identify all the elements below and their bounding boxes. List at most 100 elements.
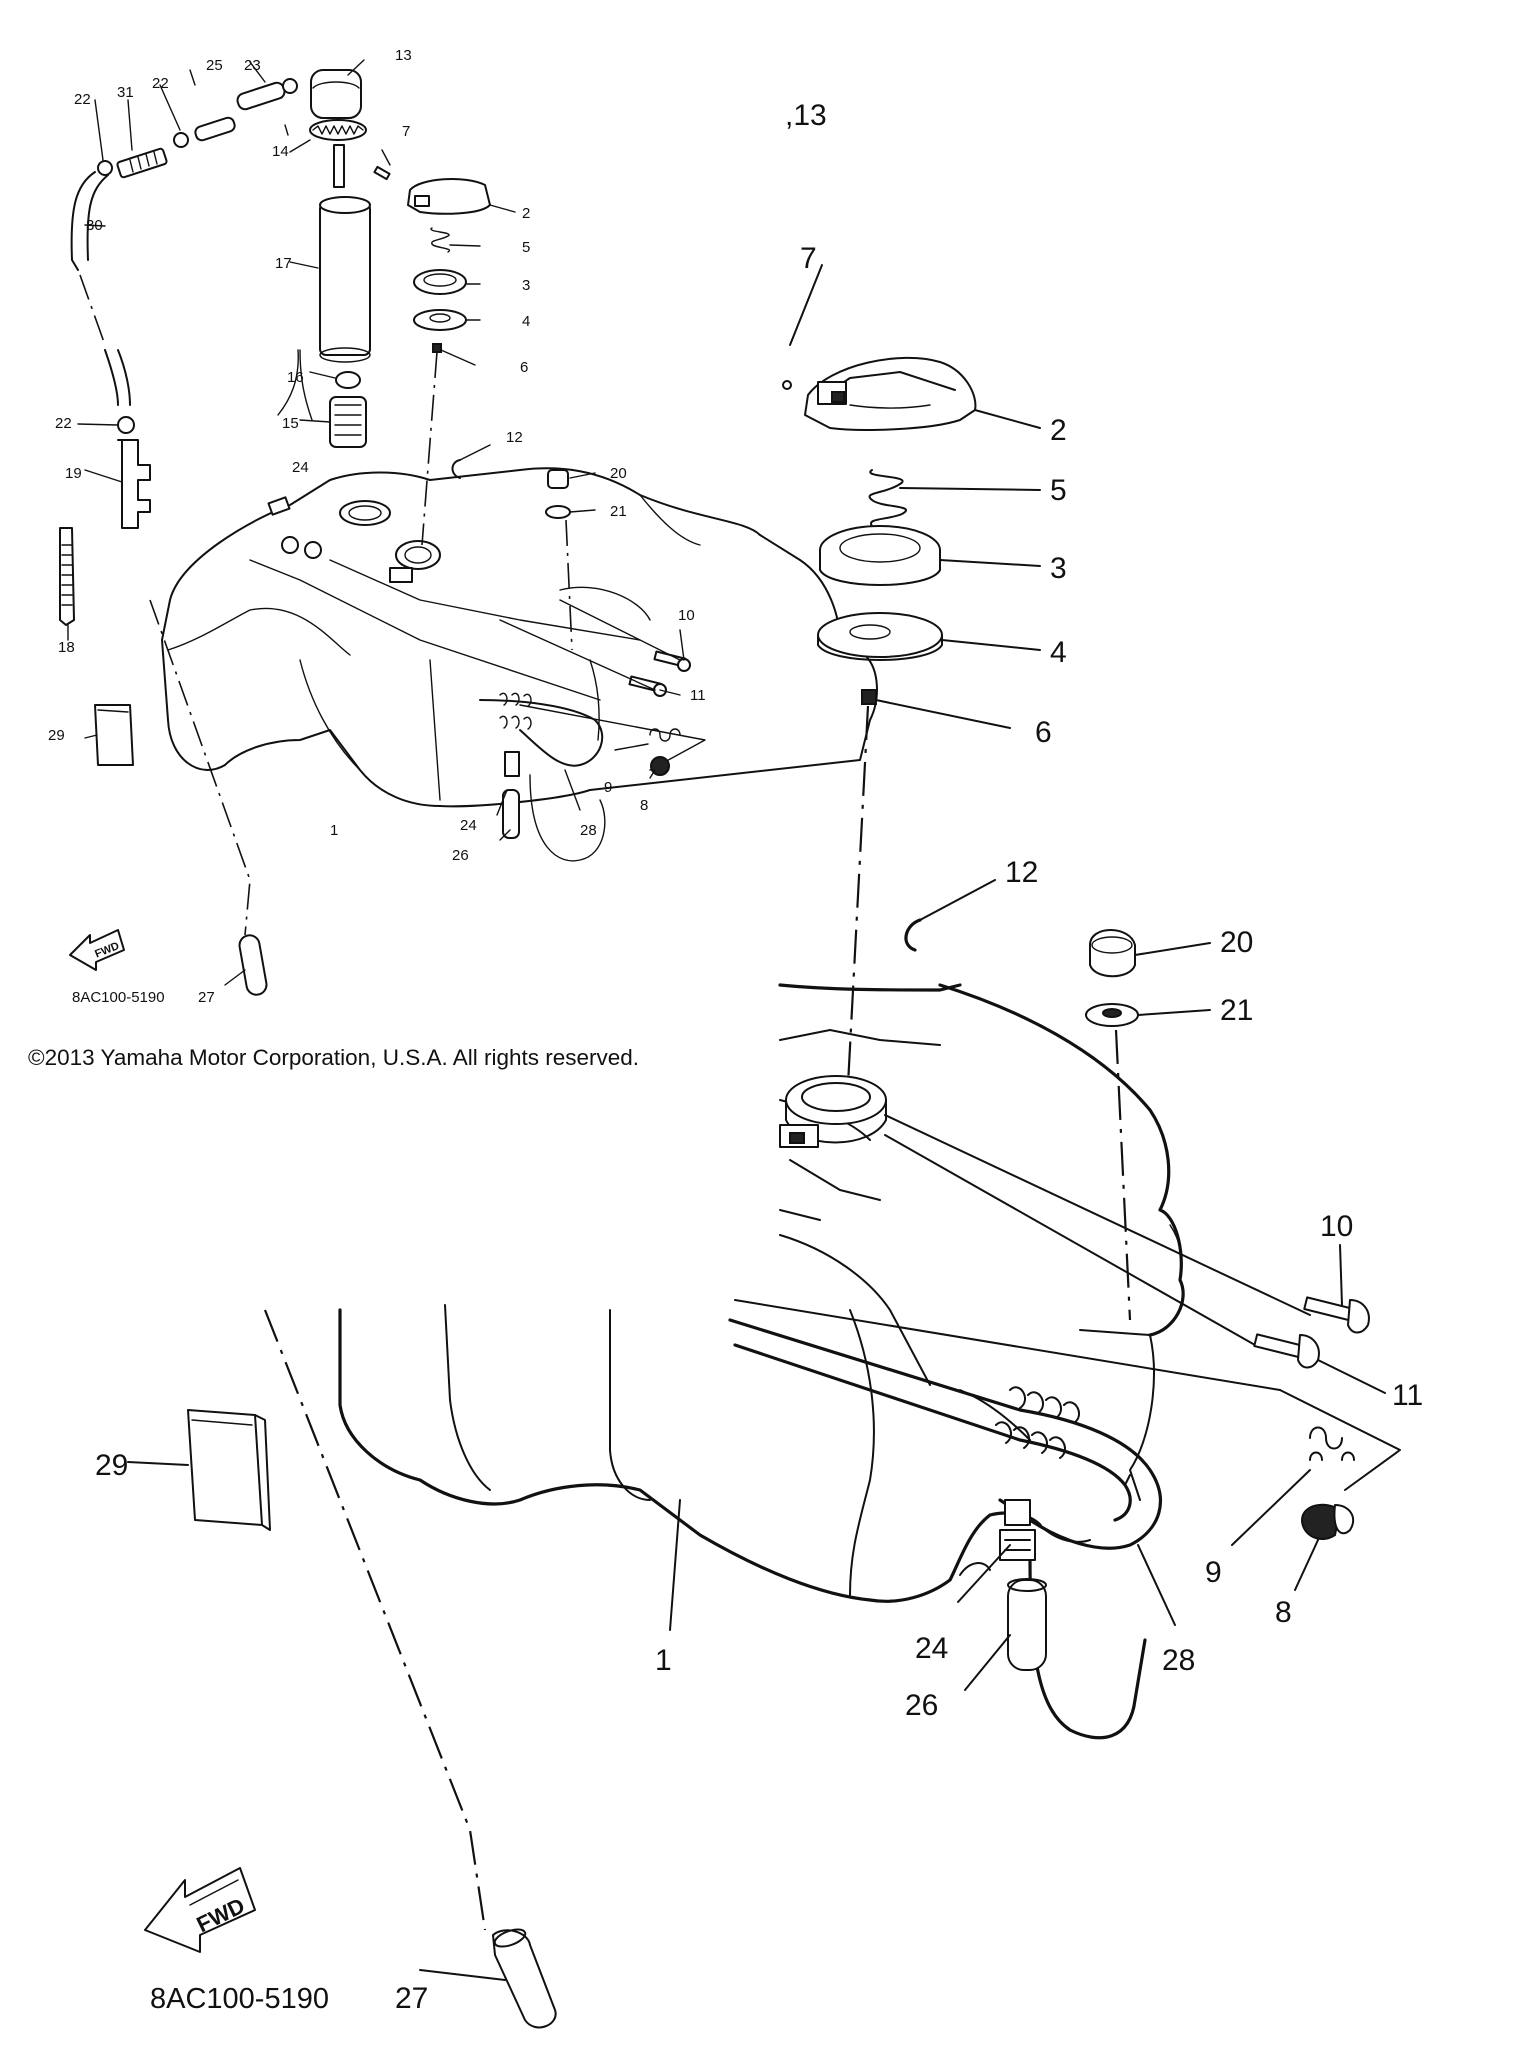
- callout-2-large: 2: [1050, 414, 1067, 447]
- small-nut-6: [432, 343, 442, 353]
- large-cap-8: [1300, 1503, 1355, 1540]
- small-leader-lines: [67, 59, 685, 986]
- small-exploded-view: FWD 8AC100-5190 13 23 25 22 31 22 30 14 …: [48, 47, 878, 1006]
- callout-15: 15: [282, 415, 299, 432]
- callout-8-large: 8: [1275, 1596, 1292, 1629]
- large-cap-2: [804, 356, 977, 431]
- callout-7: 7: [402, 123, 410, 140]
- large-leader-lines: [127, 264, 1386, 1981]
- callout-27: 27: [198, 989, 215, 1006]
- large-hose-27: [492, 1928, 557, 2029]
- top-right-label-13: ,13: [785, 99, 827, 132]
- small-filler-neck: [339, 500, 391, 526]
- large-gasket-4: [817, 612, 943, 661]
- callout-9-large: 9: [1205, 1556, 1222, 1589]
- small-band-18: [59, 527, 75, 626]
- callout-7-large: 7: [800, 242, 817, 275]
- callout-3: 3: [522, 277, 530, 294]
- callout-10: 10: [678, 607, 695, 624]
- large-clip-12: [904, 918, 922, 952]
- large-fwd-arrow: FWD: [144, 1867, 256, 1953]
- callout-2: 2: [522, 205, 530, 222]
- callout-11: 11: [690, 687, 706, 704]
- large-bolt-11: [1253, 1333, 1320, 1369]
- callout-29: 29: [48, 727, 65, 744]
- large-nut-6: [861, 689, 877, 705]
- copyright-notice: ©2013 Yamaha Motor Corporation, U.S.A. A…: [28, 1045, 640, 1070]
- large-spring-5: [868, 469, 907, 527]
- callout-12: 12: [506, 429, 523, 446]
- callout-16: 16: [287, 369, 304, 386]
- callout-24: 24: [292, 459, 309, 476]
- callout-23: 23: [244, 57, 261, 74]
- large-pad-29: [187, 1409, 271, 1531]
- callout-19: 19: [65, 465, 82, 482]
- callout-22: 22: [55, 415, 72, 432]
- small-spring-5: [430, 227, 451, 253]
- large-bolt-10: [1303, 1296, 1370, 1334]
- callout-31: 31: [117, 84, 134, 101]
- small-clip-23: [282, 78, 298, 94]
- large-diagram-code: 8AC100-5190: [150, 1983, 329, 2015]
- small-nut-20: [547, 469, 569, 489]
- small-ring-14: [309, 119, 367, 141]
- callout-11-large: 11: [1392, 1379, 1423, 1412]
- large-exploded-view: ,13: [95, 99, 1423, 2029]
- callout-21: 21: [610, 503, 627, 520]
- large-washer-21: [1085, 1003, 1139, 1027]
- callout-5-large: 5: [1050, 474, 1067, 507]
- large-seal-3: [819, 525, 941, 586]
- small-gasket-4: [413, 309, 467, 331]
- callout-26-large: 26: [905, 1689, 938, 1722]
- callout-28: 28: [580, 822, 597, 839]
- callout-27-large: 27: [395, 1982, 428, 2015]
- callout-14: 14: [272, 143, 289, 160]
- callout-4-large: 4: [1050, 636, 1067, 669]
- large-nut-20: [1089, 929, 1136, 978]
- large-clip-9: [1309, 1426, 1355, 1461]
- small-hose-26: [502, 789, 520, 839]
- callout-12-large: 12: [1005, 856, 1038, 889]
- small-hose-28: [479, 699, 604, 767]
- callout-20-large: 20: [1220, 926, 1253, 959]
- callout-22: 22: [74, 91, 91, 108]
- small-cap-mount: [395, 540, 441, 570]
- callout-22: 22: [152, 75, 169, 92]
- small-hose-30: [70, 171, 109, 271]
- small-pin-7: [373, 165, 391, 181]
- callout-17: 17: [275, 255, 292, 272]
- callout-24: 24: [460, 817, 477, 834]
- small-clip-12: [451, 459, 461, 479]
- small-fwd-arrow: FWD: [69, 929, 125, 971]
- callout-18: 18: [58, 639, 75, 656]
- large-tank-body: [338, 1308, 1042, 1603]
- small-callouts: 13 23 25 22 31 22 30 14 17 16 15 7 2 5 3…: [48, 47, 706, 1006]
- small-diagram-code: 8AC100-5190: [72, 989, 165, 1006]
- large-tank-top: [778, 983, 1185, 1337]
- callout-26: 26: [452, 847, 469, 864]
- callout-13: 13: [395, 47, 412, 64]
- callout-9: 9: [604, 779, 612, 796]
- small-hose-25: [236, 81, 286, 111]
- callout-28-large: 28: [1162, 1644, 1195, 1677]
- callout-21-large: 21: [1220, 994, 1253, 1027]
- large-hose-28: [728, 1318, 1162, 1550]
- callout-30: 30: [86, 217, 103, 234]
- callout-8: 8: [640, 797, 648, 814]
- callout-1: 1: [330, 822, 338, 839]
- large-callouts: 7 2 5 3 4 6 12 20 21 10 11 9 8 28 24 26 …: [95, 242, 1423, 2015]
- callout-25: 25: [206, 57, 223, 74]
- callout-5: 5: [522, 239, 530, 256]
- small-clip-9: [649, 728, 681, 742]
- callout-29-large: 29: [95, 1449, 128, 1482]
- small-washer-21: [545, 505, 571, 519]
- small-clamp-16: [335, 371, 361, 389]
- large-hose-26: [1007, 1578, 1047, 1671]
- callout-4: 4: [522, 313, 530, 330]
- callout-24-large: 24: [915, 1632, 948, 1665]
- callout-6-large: 6: [1035, 716, 1052, 749]
- small-cap-13: [310, 69, 362, 119]
- callout-1-large: 1: [655, 1644, 672, 1677]
- callout-6: 6: [520, 359, 528, 376]
